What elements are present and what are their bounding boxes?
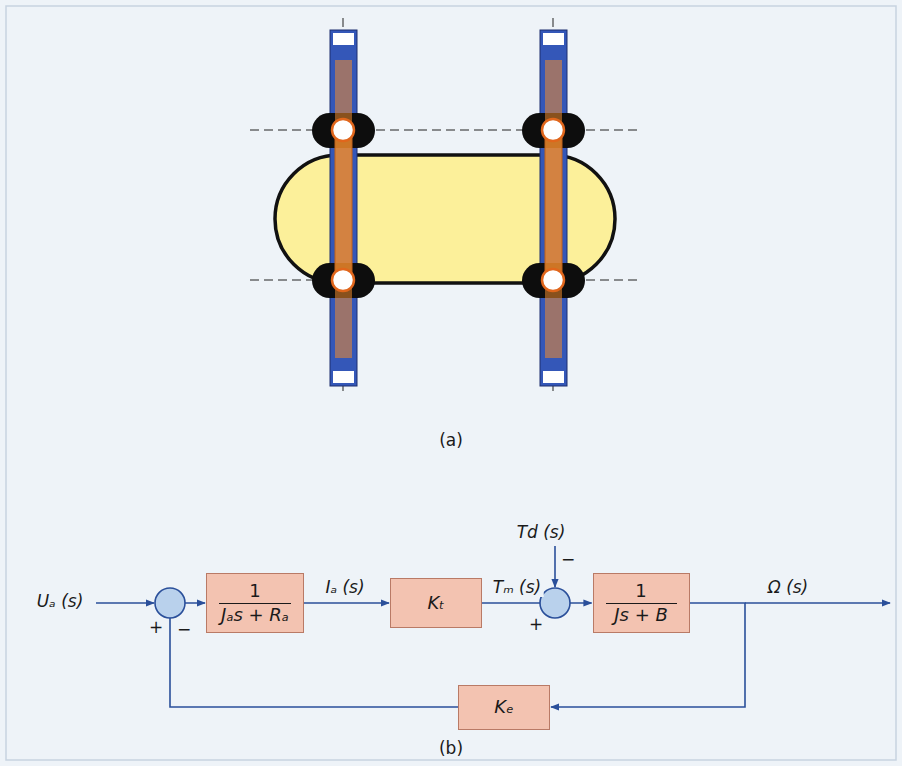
block-expression: Js + B bbox=[614, 604, 668, 627]
transfer-block: Kₑ bbox=[458, 685, 550, 730]
signal-name: Uₐ (s) bbox=[37, 591, 84, 611]
signal-arrow bbox=[551, 603, 745, 707]
pivot-joints bbox=[332, 119, 564, 291]
transfer-block: Kₜ bbox=[390, 578, 482, 628]
summing-junction bbox=[540, 588, 570, 618]
block-expression: Kₑ bbox=[494, 696, 513, 719]
sign-mark: − bbox=[561, 549, 575, 569]
transfer-block: 1Jₐs + Rₐ bbox=[206, 573, 304, 633]
steering-links bbox=[335, 60, 562, 358]
transfer-block: 1Js + B bbox=[593, 573, 690, 633]
figure-label: (a) bbox=[439, 430, 463, 450]
fraction-numerator: 1 bbox=[219, 580, 291, 604]
axis-lines bbox=[250, 18, 640, 396]
signal-arrow bbox=[482, 602, 592, 604]
axle-bars bbox=[330, 30, 567, 386]
sign-mark: + bbox=[149, 617, 163, 637]
signal-name: Tₘ (s) bbox=[491, 577, 544, 597]
block-expression: Jₐs + Rₐ bbox=[221, 604, 289, 627]
wheels bbox=[312, 113, 585, 298]
block-expression: Kₜ bbox=[427, 592, 444, 615]
summing-junction bbox=[155, 588, 185, 618]
signal-name: Ω (s) bbox=[768, 577, 809, 597]
signal-name: Td (s) bbox=[517, 522, 566, 542]
fraction-numerator: 1 bbox=[606, 580, 677, 604]
figure-label: (b) bbox=[439, 738, 463, 758]
signal-name: Iₐ (s) bbox=[323, 577, 366, 597]
panel-border bbox=[6, 6, 896, 760]
signal-arrow bbox=[304, 602, 389, 604]
sign-mark: − bbox=[177, 619, 191, 639]
sign-mark: + bbox=[529, 614, 543, 634]
